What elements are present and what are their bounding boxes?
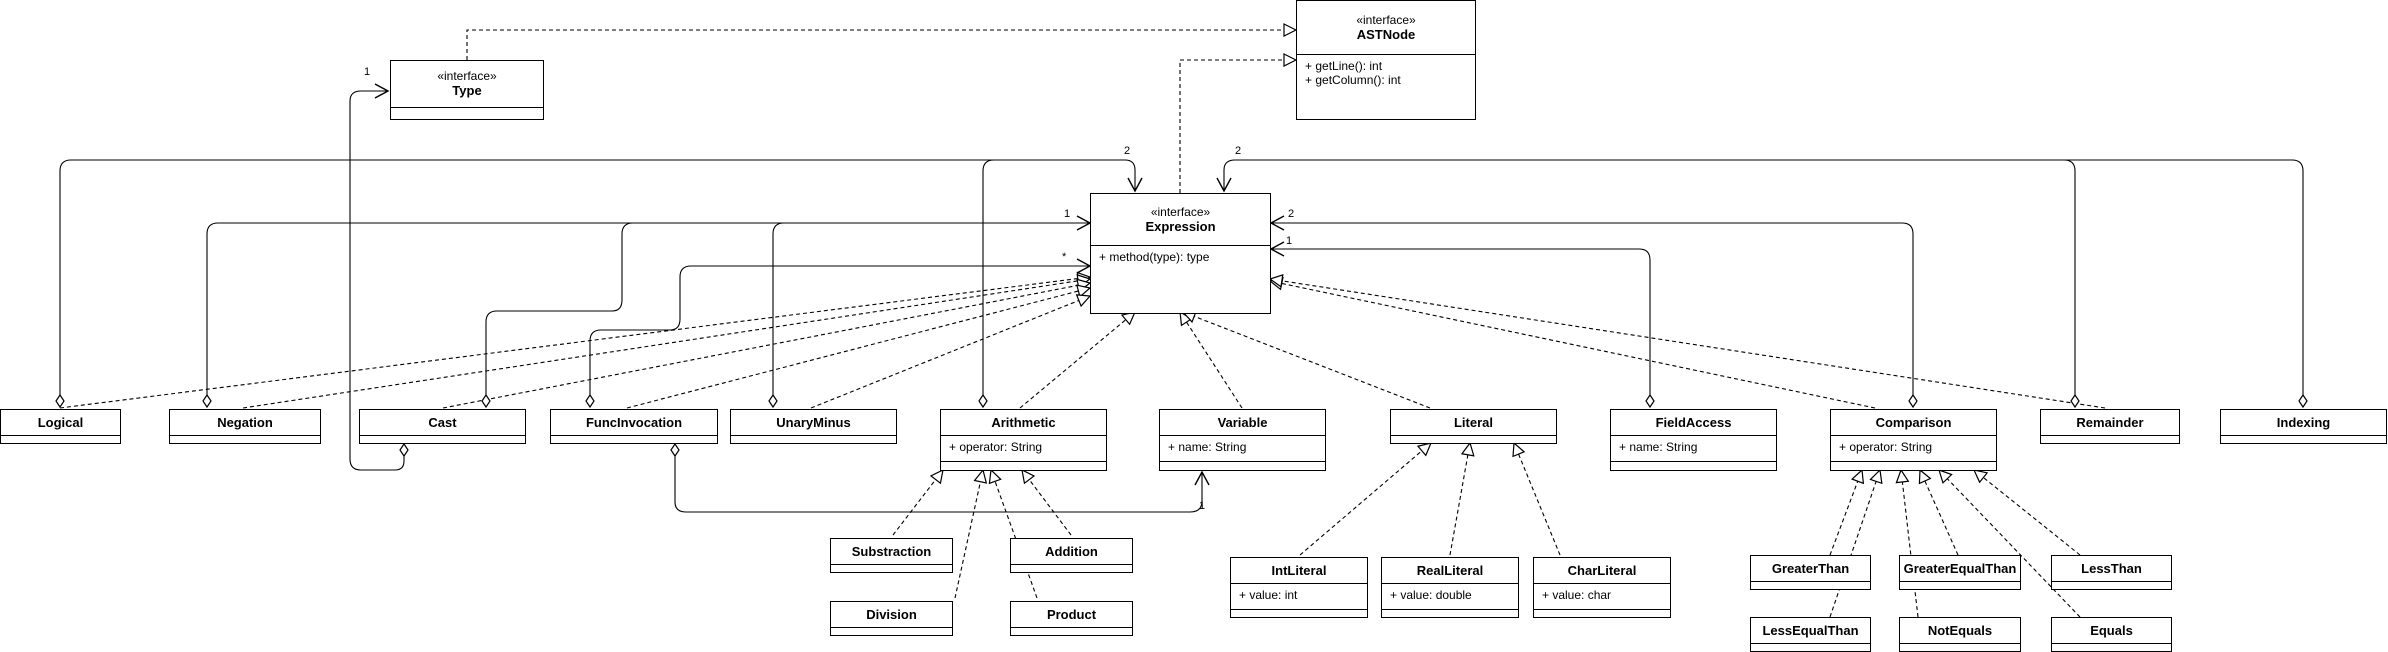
class-unaryminus[interactable]: UnaryMinus [730,409,897,444]
class-astnode[interactable]: «interface» ASTNode + getLine(): int + g… [1296,0,1476,120]
class-name: GreaterThan [1771,560,1850,576]
class-charliteral[interactable]: CharLiteral + value: char [1533,557,1671,618]
class-funcinvocation[interactable]: FuncInvocation [550,409,718,444]
class-name: Expression [1145,218,1216,234]
multiplicity-label: 1 [1286,235,1293,247]
multiplicity-label: 1 [1199,500,1206,512]
class-name: Variable [1217,414,1268,430]
class-name: Comparison [1875,414,1952,430]
attribute: + name: String [1168,440,1247,454]
class-name: Equals [2090,622,2133,638]
stereotype-label: «interface» [1356,12,1416,27]
class-logical[interactable]: Logical [0,409,121,444]
class-name: LessEqualThan [1762,622,1859,638]
class-name: Logical [37,414,84,430]
class-name: GreaterEqualThan [1903,560,2017,576]
class-name: Substraction [851,543,932,559]
class-remainder[interactable]: Remainder [2040,409,2180,444]
class-name: UnaryMinus [776,414,851,430]
class-lessequalthan[interactable]: LessEqualThan [1750,617,1871,652]
class-greaterequalthan[interactable]: GreaterEqualThan [1899,555,2021,590]
multiplicity-label: 2 [1124,145,1131,157]
class-division[interactable]: Division [830,601,953,636]
class-name: Arithmetic [991,414,1056,430]
class-name: RealLiteral [1416,562,1484,578]
attribute: + operator: String [1839,440,1933,454]
aggregation-diamonds [55,393,2308,458]
multiplicity-label: 2 [1288,208,1295,220]
class-name: CharLiteral [1567,562,1637,578]
operation: + getColumn(): int [1305,73,1401,87]
multiplicity-label: 1 [1064,208,1071,220]
class-fieldaccess[interactable]: FieldAccess + name: String [1610,409,1777,471]
operation: + getLine(): int [1305,59,1383,73]
class-greaterthan[interactable]: GreaterThan [1750,555,1871,590]
attribute: + operator: String [949,440,1043,454]
class-name: LessThan [2081,560,2142,576]
class-arithmetic[interactable]: Arithmetic + operator: String [940,409,1107,471]
class-name: Cast [428,414,457,430]
class-intliteral[interactable]: IntLiteral + value: int [1230,557,1368,618]
class-comparison[interactable]: Comparison + operator: String [1830,409,1997,471]
class-addition[interactable]: Addition [1010,538,1133,573]
class-substraction[interactable]: Substraction [830,538,953,573]
attribute: + value: double [1390,588,1472,602]
class-name: FuncInvocation [585,414,683,430]
operation: + method(type): type [1099,250,1210,264]
class-name: NotEquals [1927,622,1993,638]
attribute: + value: char [1542,588,1612,602]
class-name: Addition [1045,543,1098,559]
class-name: Indexing [2276,414,2331,430]
class-literal[interactable]: Literal [1390,409,1557,444]
class-indexing[interactable]: Indexing [2220,409,2387,444]
multiplicity-label: 2 [1235,145,1242,157]
class-type[interactable]: «interface» Type [390,60,544,120]
class-lessthan[interactable]: LessThan [2051,555,2172,590]
class-notequals[interactable]: NotEquals [1899,617,2021,652]
class-name: Remainder [2076,414,2144,430]
association-lines [59,83,2304,513]
multiplicity-label: * [1062,251,1067,263]
class-variable[interactable]: Variable + name: String [1159,409,1326,471]
multiplicity-label: 1 [364,66,371,78]
stereotype-label: «interface» [1150,204,1211,219]
class-realliteral[interactable]: RealLiteral + value: double [1381,557,1519,618]
class-expression[interactable]: «interface» Expression + method(type): t… [1090,193,1271,314]
class-negation[interactable]: Negation [169,409,321,444]
class-name: ASTNode [1356,26,1416,42]
class-name: IntLiteral [1271,562,1327,578]
attribute: + name: String [1619,440,1698,454]
class-name: Literal [1453,414,1493,430]
class-name: Type [452,83,482,98]
stereotype-label: «interface» [437,69,497,83]
class-product[interactable]: Product [1010,601,1133,636]
class-name: FieldAccess [1655,414,1732,430]
class-name: Product [1046,606,1097,622]
attribute: + value: int [1239,588,1298,602]
class-name: Division [866,606,917,622]
class-equals[interactable]: Equals [2051,617,2172,652]
class-cast[interactable]: Cast [359,409,526,444]
realization-lines [59,30,2106,618]
class-name: Negation [217,414,273,430]
